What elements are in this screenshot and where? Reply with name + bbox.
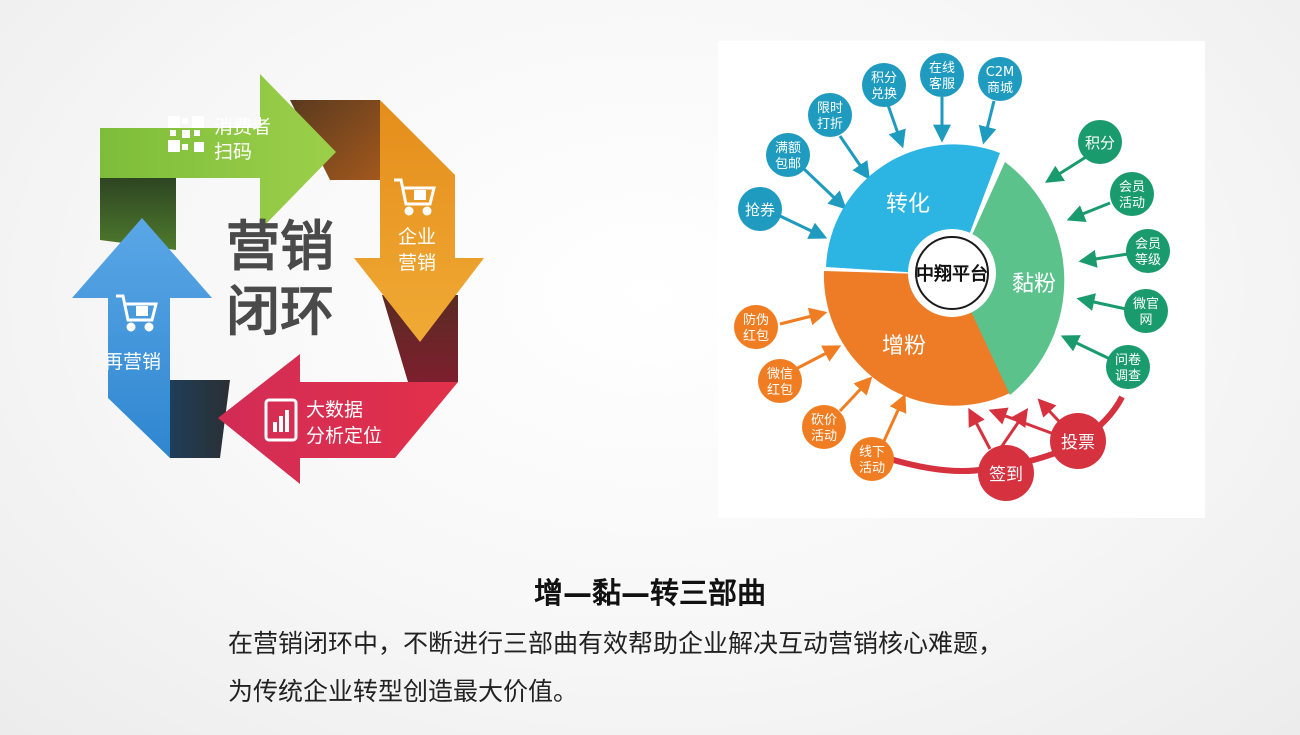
arrow-growth-1: [779, 307, 828, 326]
loop-arrow-enterprise-marketing: [354, 100, 484, 342]
arrow-red-3: [988, 407, 1063, 439]
svg-text:网: 网: [1139, 313, 1152, 328]
sector-label-sticky: 黏粉: [1012, 272, 1056, 297]
svg-text:投票: 投票: [1061, 433, 1095, 453]
platform-diagram: 中翔平台 转化 黏粉 增粉 抢券 满额 包邮 限时 打折 积分 兑换 在线 客服: [734, 53, 1170, 501]
svg-text:红包: 红包: [743, 328, 769, 344]
arrow-label-consumer-line1: 消费者: [214, 116, 271, 138]
arrow-label-remarketing: 再营销: [104, 351, 161, 373]
arrow-conversion-4: [886, 104, 906, 149]
arrow-sticky-3: [1078, 249, 1129, 268]
loop-corner-top-right: [290, 100, 380, 180]
arrow-conversion-2: [802, 167, 847, 210]
platform-center-inner: [915, 236, 989, 310]
node-conversion-1: 抢券: [738, 187, 782, 231]
node-conversion-6: C2M 商城: [978, 57, 1022, 101]
marketing-loop-diagram: 消费者 扫码 企业 营销 大数据 分析定位 再营销 营销 闭环: [72, 74, 484, 484]
svg-text:活动: 活动: [859, 461, 885, 476]
platform-center-label: 中翔平台: [916, 263, 988, 285]
svg-text:微信: 微信: [767, 367, 793, 382]
arrow-label-bigdata-line1: 大数据: [306, 399, 363, 421]
qr-code-icon: [168, 116, 204, 152]
loop-corner-top-left: [100, 178, 176, 250]
svg-text:微官: 微官: [1133, 296, 1159, 312]
svg-text:会员: 会员: [1119, 180, 1145, 195]
svg-text:积分: 积分: [871, 71, 897, 86]
arrow-sticky-5: [1060, 335, 1111, 361]
node-growth-2: 微信 红包: [758, 359, 802, 403]
svg-text:防伪: 防伪: [743, 312, 769, 328]
node-sticky-4: 微官 网: [1124, 289, 1168, 333]
arrow-label-enterprise-line2: 营销: [398, 252, 436, 274]
svg-text:打折: 打折: [817, 117, 843, 132]
node-growth-1: 防伪 红包: [734, 305, 778, 349]
arrow-conversion-1: [779, 214, 828, 239]
shopping-cart-icon: [116, 294, 158, 332]
node-conversion-4: 积分 兑换: [862, 63, 906, 107]
loop-arrow-consumer-scan: [100, 74, 336, 230]
svg-text:限时: 限时: [817, 101, 843, 116]
svg-text:调查: 调查: [1115, 369, 1141, 384]
svg-text:在线: 在线: [929, 61, 955, 76]
svg-text:兑换: 兑换: [871, 87, 897, 102]
caption-line-2: 为传统企业转型创造最大价值。: [228, 677, 579, 706]
arrow-conversion-3: [838, 135, 871, 180]
arrow-label-consumer-line2: 扫码: [214, 141, 252, 163]
arrow-red-1: [968, 407, 992, 450]
node-conversion-3: 限时 打折: [808, 93, 852, 137]
svg-text:会员: 会员: [1135, 237, 1161, 252]
node-sticky-5: 问卷 调查: [1106, 345, 1150, 389]
node-checkin: 签到: [978, 445, 1034, 501]
node-vote: 投票: [1050, 413, 1106, 469]
platform-panel: 中翔平台 转化 黏粉 增粉 抢券 满额 包邮 限时 打折 积分 兑换 在线 客服: [718, 41, 1205, 518]
arrow-label-bigdata-line2: 分析定位: [306, 425, 382, 447]
loop-title-line2: 闭环: [226, 280, 334, 343]
svg-text:红包: 红包: [767, 382, 793, 398]
arrow-growth-2: [791, 345, 842, 373]
svg-text:客服: 客服: [929, 76, 955, 92]
svg-text:积分: 积分: [1085, 134, 1115, 152]
loop-arrow-big-data: [218, 354, 458, 484]
arrow-label-enterprise-line1: 企业: [398, 226, 436, 248]
svg-text:等级: 等级: [1135, 252, 1161, 268]
arrow-red-2: [998, 408, 1029, 450]
arrow-sticky-4: [1076, 293, 1127, 311]
arrow-sticky-1: [1044, 155, 1087, 183]
caption-title: 增—黏—转三部曲: [533, 576, 766, 610]
tablet-chart-icon: [264, 398, 298, 442]
caption-line-1: 在营销闭环中，不断进行三部曲有效帮助企业解决互动营销核心难题，: [228, 629, 1004, 658]
sector-label-conversion: 转化: [886, 192, 930, 217]
svg-text:活动: 活动: [1119, 196, 1145, 211]
node-sticky-2: 会员 活动: [1110, 172, 1154, 216]
node-sticky-3: 会员 等级: [1126, 229, 1170, 273]
shopping-cart-icon: [394, 178, 436, 216]
node-growth-3: 砍价 活动: [802, 405, 846, 449]
svg-text:满额: 满额: [775, 141, 801, 156]
loop-arrow-remarketing: [72, 218, 212, 458]
arrow-growth-3: [838, 376, 873, 413]
arrow-growth-4: [882, 393, 907, 442]
svg-text:抢券: 抢券: [745, 201, 775, 219]
svg-text:线下: 线下: [859, 445, 885, 460]
node-sticky-1: 积分: [1078, 120, 1122, 164]
svg-text:砍价: 砍价: [811, 413, 837, 428]
node-conversion-2: 满额 包邮: [766, 133, 810, 177]
svg-text:问卷: 问卷: [1115, 352, 1141, 368]
loop-corner-bottom-left: [170, 380, 230, 458]
arrow-sticky-2: [1066, 201, 1111, 223]
arrow-conversion-6: [978, 100, 997, 145]
node-growth-4: 线下 活动: [850, 437, 894, 481]
svg-text:C2M: C2M: [986, 65, 1015, 80]
svg-text:商城: 商城: [987, 81, 1013, 96]
svg-text:签到: 签到: [989, 465, 1023, 485]
sector-label-growth: 增粉: [882, 334, 926, 359]
svg-text:活动: 活动: [811, 429, 837, 444]
loop-title-line1: 营销: [226, 215, 334, 278]
svg-text:包邮: 包邮: [775, 157, 801, 172]
sector-sticky: [954, 162, 1065, 395]
node-conversion-5: 在线 客服: [920, 53, 964, 97]
